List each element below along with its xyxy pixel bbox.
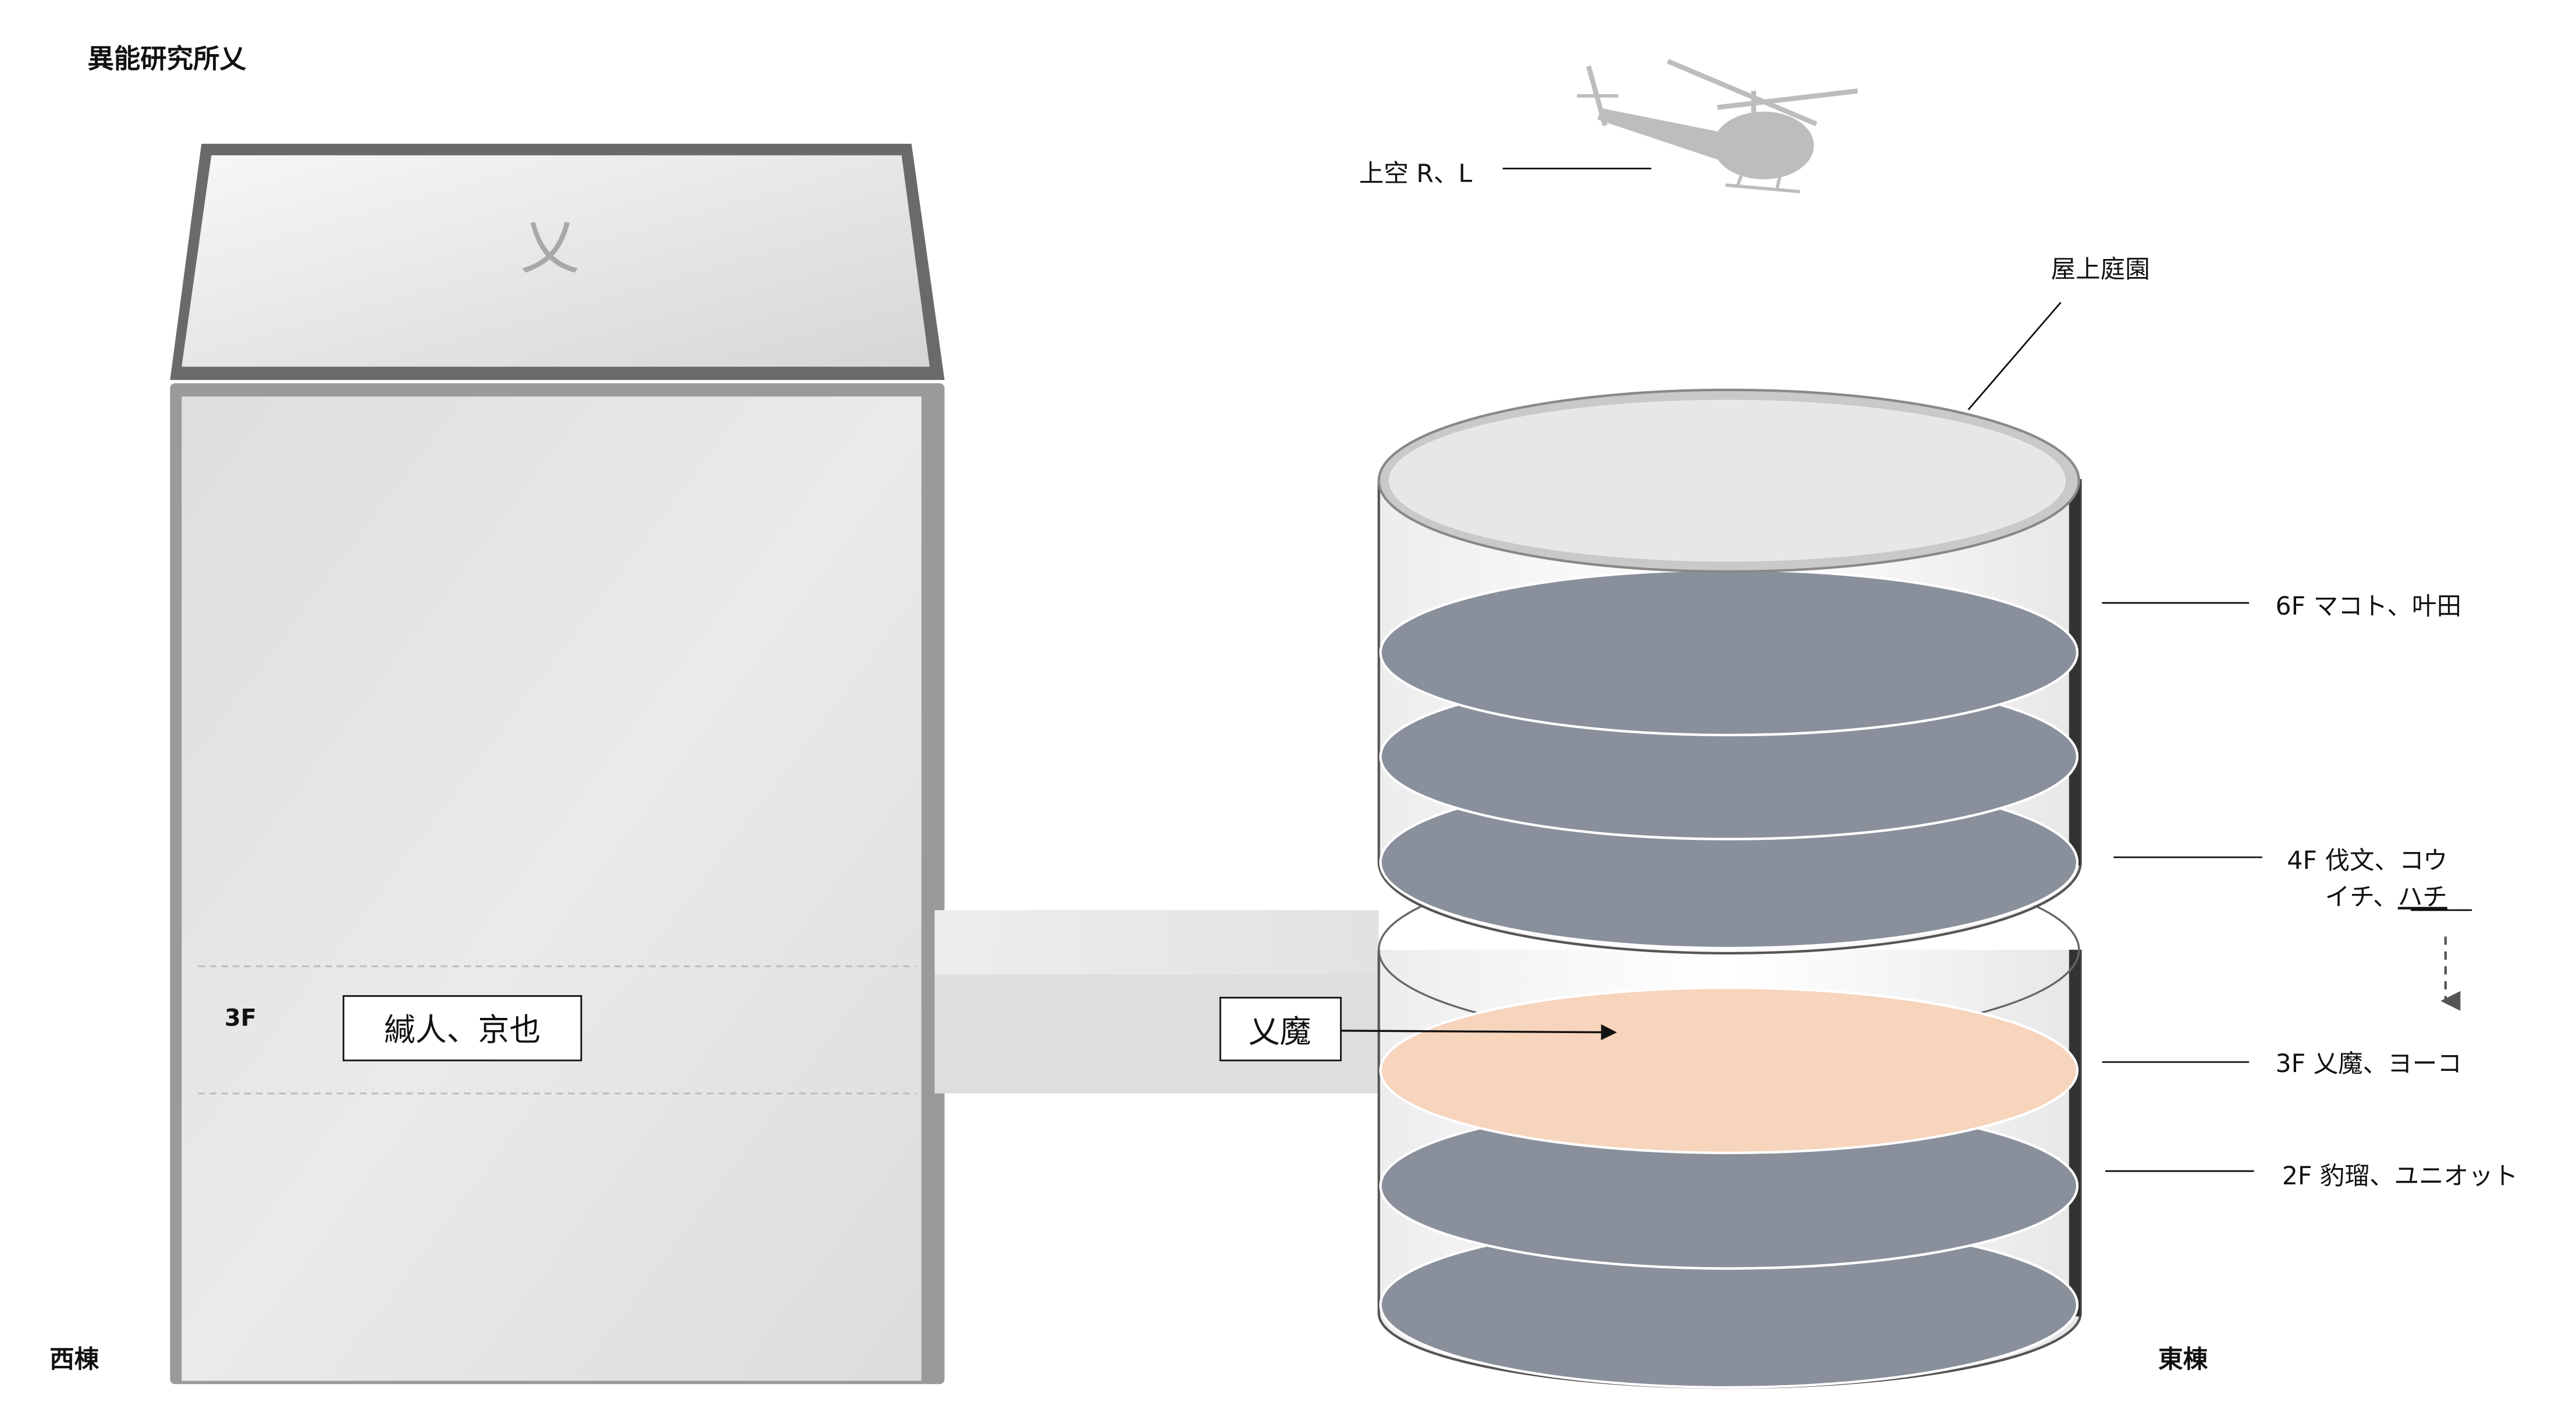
west-occupants: 緘人、京也	[384, 1012, 541, 1048]
occupant-ichi: イチ、	[2325, 882, 2398, 911]
move-arrow	[1341, 1024, 1617, 1041]
floor-label-2f: 2F 豹瑠、ユニオット	[2282, 1162, 2518, 1191]
west-building: 乂 3F 緘人、京也	[170, 144, 945, 1385]
east-building	[1377, 388, 2082, 1389]
west-roof	[182, 155, 930, 367]
rooftop-garden	[1388, 399, 2066, 562]
cylinder-edge	[2069, 949, 2081, 1316]
west-occupants-box	[342, 995, 582, 1062]
floor-disk-3f-highlight	[1379, 986, 2079, 1155]
east-building-label: 東棟	[2158, 1345, 2208, 1374]
west-floor-label: 3F	[225, 1005, 257, 1031]
roof-mark: 乂	[520, 213, 580, 282]
corridor-top	[935, 910, 1379, 975]
cylinder-edge	[2069, 479, 2081, 866]
corridor-occupant: 乂魔	[1248, 1013, 1311, 1050]
corridor-occupant-box	[1219, 996, 1342, 1062]
west-building-label: 西棟	[49, 1345, 100, 1374]
west-wall	[182, 396, 922, 1381]
floor-disk-6f	[1379, 569, 2079, 737]
floor-label-3f: 3F 乂魔、ヨーコ	[2276, 1049, 2462, 1078]
corridor: 乂魔	[935, 910, 1379, 1094]
rooftop-label: 屋上庭園	[2051, 255, 2150, 284]
occupant-hachi: ハチ	[2398, 882, 2447, 911]
diagram-title: 異能研究所乂	[87, 44, 246, 74]
floor-label-4f-line2: イチ、ハチ	[2325, 882, 2447, 911]
floor-label-4f: 4F 伐文、コウ	[2287, 846, 2447, 875]
rooftop-leader	[1967, 301, 2062, 410]
sky-label: 上空 R、L	[1359, 159, 1473, 188]
helicopter-icon	[1577, 59, 1859, 194]
floor-label-6f: 6F マコト、叶田	[2276, 592, 2462, 621]
